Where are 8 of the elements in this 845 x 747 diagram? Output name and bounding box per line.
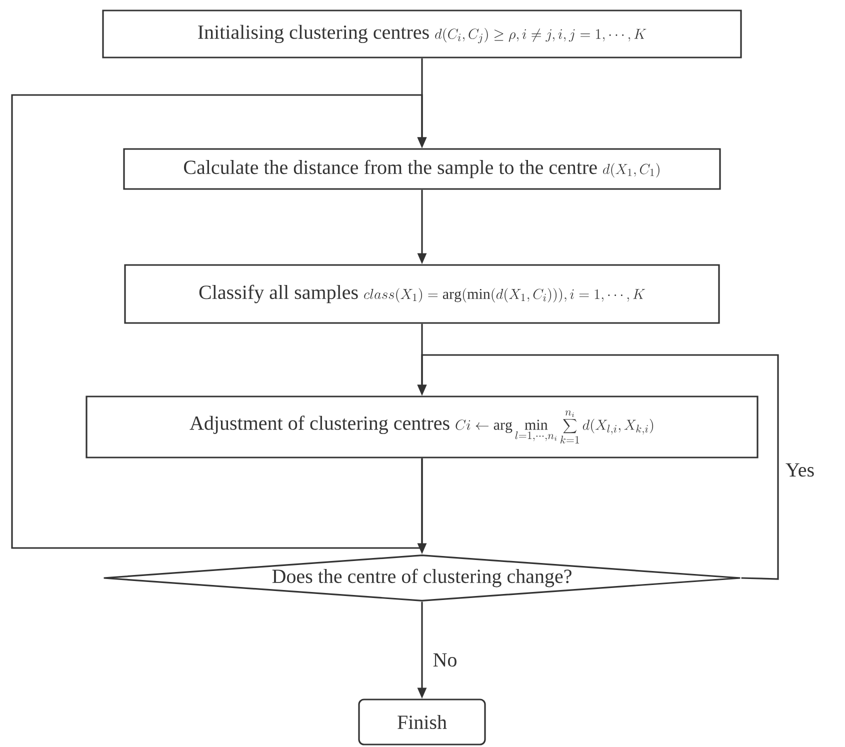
process-box: Initialising clustering centres $d(C_i,C_j)\geq\rho, i\neq j, i, j=1,\cdots,K$	[102, 10, 742, 58]
arrow	[11, 94, 427, 549]
process-box: Classify all samples $class(X_1)=\arg(\min(d(X_1,C_i))), i=1,\cdots,K$	[124, 264, 720, 324]
process-box: Adjustment of clustering centres $Ci\leftarrow \arg\min_{l=1,\cdots,n_i}\sum_{k=1}^{n_i} d(X_{l,i},X_{k,i})$	[86, 396, 758, 458]
process-box: Calculate the distance from the sample to the centre $d(X_1,C_1)$	[123, 148, 721, 190]
terminal-box: Finish	[358, 698, 486, 746]
edge-label: Yes	[784, 462, 816, 478]
edge-label: No	[432, 652, 458, 668]
